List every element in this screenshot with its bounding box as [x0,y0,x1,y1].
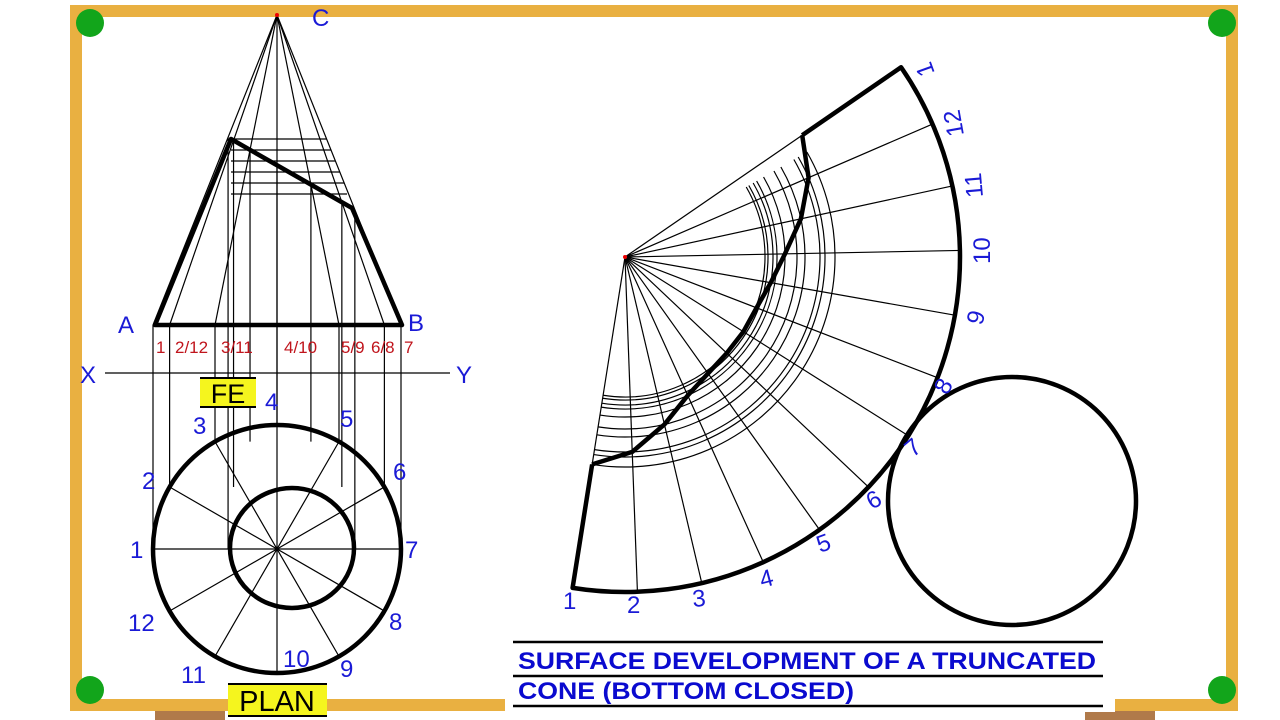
dev-point-label: 1 [911,58,941,80]
plan-point-label: 9 [340,656,353,683]
construction-arc [601,182,774,406]
board-shelf-right [1085,709,1155,720]
plan-point-label: 2 [142,468,155,495]
dev-point-label: 11 [960,172,989,199]
dev-point-label: 4 [757,564,777,594]
construction-arc [599,176,786,418]
dev-point-label: 1 [563,588,576,615]
dev-point-label: 5 [813,529,835,559]
construction-arc [601,180,778,410]
construction-arc [592,151,836,468]
plan-point-label: 1 [130,537,143,564]
plan-point-label: 3 [193,413,206,440]
truncated-cone-outline [152,136,405,328]
development-generator [624,123,933,258]
development-generator [624,256,639,592]
dev-point-label: 12 [939,108,970,139]
generator-line [214,14,278,326]
fe-label: FE [200,377,256,409]
plan-view [150,422,404,676]
generator-line [152,14,278,326]
xy-right-label: Y [456,362,472,389]
base-point-labels: 1 2/12 3/11 4/10 5/9 6/8 7 [156,338,413,357]
plan-point-label: 12 [128,610,155,637]
generator-line [276,14,340,326]
base-left-label: A [118,312,134,339]
plan-point-label: 4 [265,389,278,416]
base-point-label: 5/9 [341,338,365,357]
plan-point-label: 5 [340,406,353,433]
construction-arc [602,185,769,401]
development-generator [624,256,938,379]
base-circle [885,374,1139,628]
dev-point-label: 9 [962,308,992,328]
plan-point-label: 11 [181,662,206,689]
plan-point-labels: 1 2 3 4 5 6 7 8 9 10 11 12 [128,389,418,689]
development-generator [624,256,956,316]
development-generator [624,256,909,437]
development-cut-curve [591,134,811,467]
development-generator [624,249,960,258]
pin-top-left [76,9,104,37]
title-line-1: SURFACE DEVELOPMENT OF A TRUNCATED [518,648,1096,675]
construction-arc [594,159,821,453]
construction-arc [603,186,766,398]
dev-point-label: 8 [929,374,959,399]
development-generator [624,185,953,258]
development-outline [570,65,963,595]
base-point-label: 1 [156,338,165,357]
dev-point-label: 6 [862,485,887,515]
base-right-label: B [408,310,424,337]
generator-line [276,14,385,326]
surface-development [570,65,1139,628]
base-point-label: 3/11 [221,338,253,357]
plan-point-label: 6 [393,459,406,486]
svg-text:FE: FE [211,379,246,409]
dev-point-label: 10 [969,237,996,264]
plan-point-label: 7 [405,537,418,564]
plan-cut-section [227,485,357,611]
base-point-label: 7 [404,338,413,357]
base-point-label: 6/8 [371,338,395,357]
dev-point-label: 7 [900,433,928,462]
dev-point-label: 3 [691,585,707,613]
development-generator [624,256,764,563]
apex-point [275,13,279,17]
construction-arc [597,170,798,430]
apex-label: C [312,5,329,32]
pin-top-right [1208,9,1236,37]
pin-bottom-left [76,676,104,704]
construction-arc [593,156,826,458]
plan-base-circle [150,422,404,676]
board-shelf-left [155,709,225,720]
generator-line [169,14,278,326]
development-apex [623,255,627,259]
pin-bottom-right [1208,676,1236,704]
base-point-label: 2/12 [175,338,208,357]
dev-point-label: 2 [627,592,640,619]
front-view [105,13,450,549]
title-line-2: CONE (BOTTOM CLOSED) [518,678,854,705]
development-generator [624,256,703,584]
development-generator [624,256,821,531]
title-block: SURFACE DEVELOPMENT OF A TRUNCATED CONE … [505,636,1115,712]
construction-arc [596,166,806,438]
xy-left-label: X [80,362,96,389]
plan-spoke [169,486,385,612]
plan-point-label: 10 [283,646,310,673]
plan-point-label: 8 [389,609,402,636]
svg-text:PLAN: PLAN [239,686,315,718]
base-point-label: 4/10 [284,338,317,357]
development-generator [624,256,869,488]
plan-label: PLAN [228,683,327,718]
